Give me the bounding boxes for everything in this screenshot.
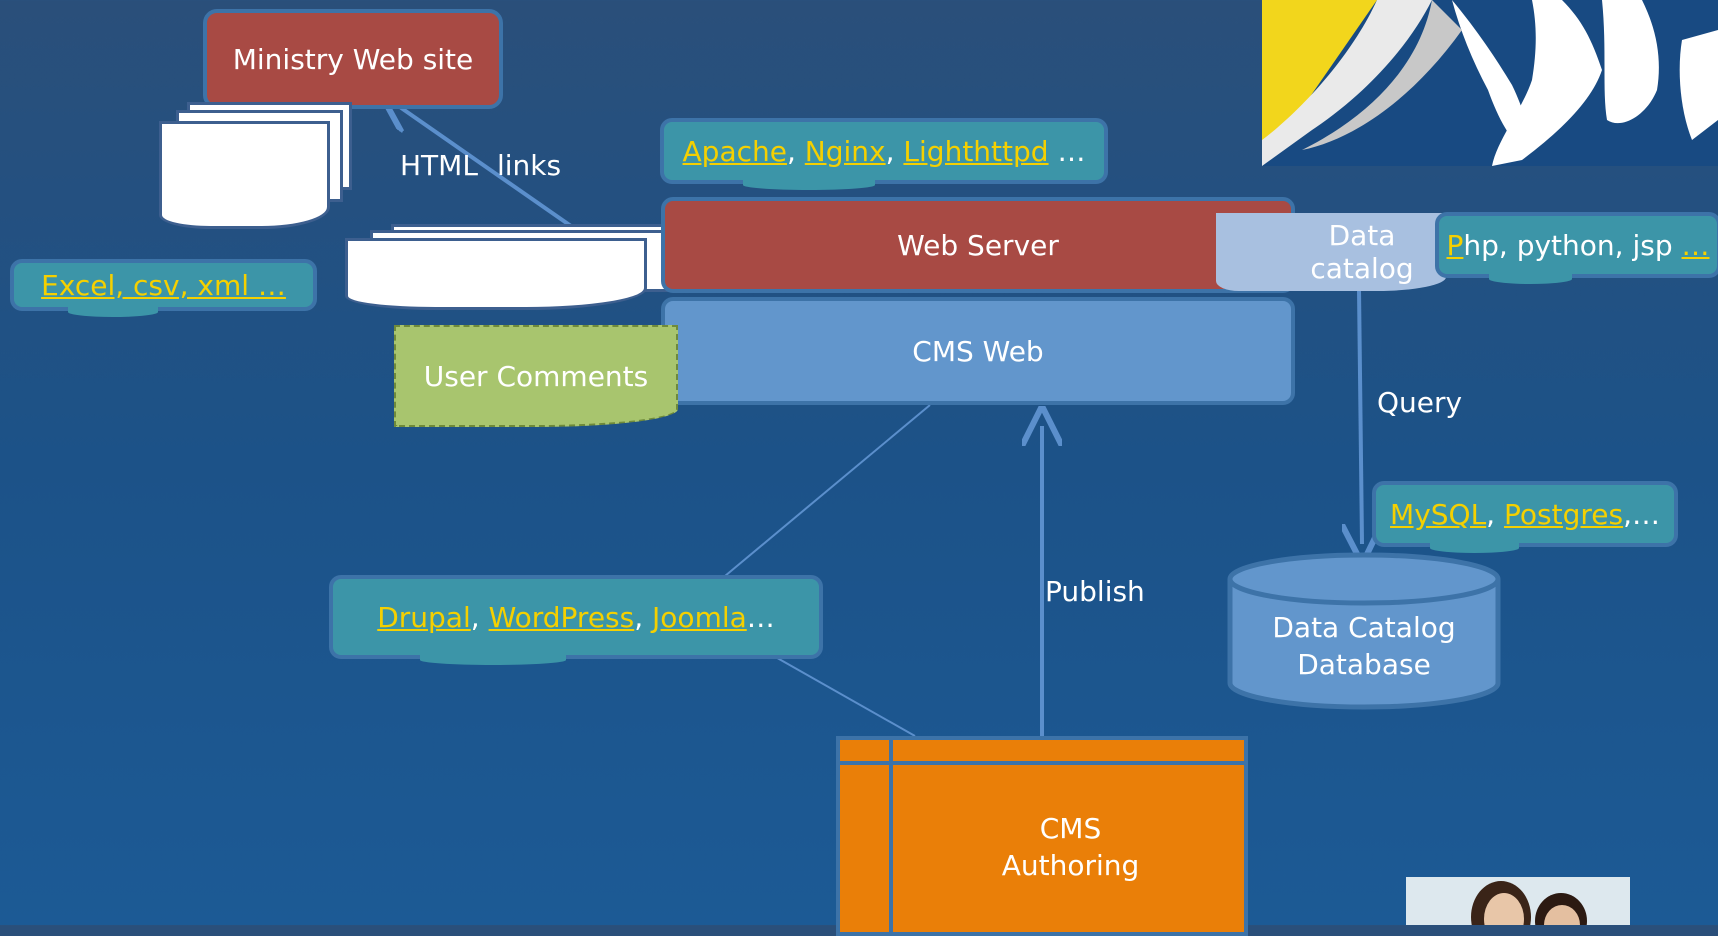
languages-more-link[interactable]: … (1681, 228, 1710, 262)
languages-callout: Php, python, jsp … (1435, 212, 1718, 284)
ministry-web-site-label: Ministry Web site (232, 42, 474, 76)
html-label: HTML (400, 149, 478, 182)
authoring-sidebar-divider (889, 740, 893, 932)
user-comments-label: User Comments (423, 359, 649, 393)
presenter-photo-thumbnail (1406, 877, 1630, 925)
cms-web-to-tools-line (724, 404, 931, 577)
authoring-header-divider (840, 761, 1244, 765)
languages-text: hp, python, jsp (1463, 228, 1682, 262)
database-cylinder-icon (1227, 552, 1501, 710)
page-sheet (159, 121, 330, 229)
mysql-link[interactable]: MySQL (1390, 497, 1487, 531)
publish-label: Publish (1045, 575, 1145, 608)
cms-tools-ellipsis: … (746, 600, 775, 634)
wordpress-link[interactable]: WordPress (488, 600, 635, 634)
file-formats-callout: Excel, csv, xml … (10, 259, 317, 317)
databases-ellipsis: ,… (1623, 497, 1660, 531)
data-catalog-database: Data Catalog Database (1226, 549, 1502, 711)
joomla-link[interactable]: Joomla (652, 600, 747, 634)
web-servers-ellipsis: … (1048, 134, 1086, 168)
cms-authoring-box: CMS Authoring (836, 736, 1248, 936)
web-servers-callout: Apache, Nginx, Lighthttpd … (660, 118, 1108, 190)
person-photo-icon (1406, 877, 1630, 925)
drupal-link[interactable]: Drupal (377, 600, 471, 634)
cms-web-label: CMS Web (912, 334, 1044, 368)
data-catalog-label: Data catalog (1310, 219, 1414, 285)
data-catalog-box: Data catalog (1216, 213, 1446, 291)
world-map-icon (1262, 0, 1718, 166)
apache-link[interactable]: Apache (682, 134, 787, 168)
page-sheet (345, 238, 647, 310)
cms-authoring-line2: Authoring (1001, 849, 1140, 882)
web-server-box: Web Server (661, 197, 1295, 293)
query-label: Query (1377, 386, 1463, 419)
web-server-label: Web Server (897, 228, 1059, 262)
query-arrow (1359, 288, 1362, 544)
db-label-line1: Data Catalog (1272, 611, 1456, 644)
cms-web-box: CMS Web (661, 297, 1295, 405)
decorative-world-map-image (1262, 0, 1718, 166)
databases-callout: MySQL, Postgres,… (1372, 481, 1678, 553)
db-label-line2: Database (1297, 648, 1431, 681)
cms-authoring-line1: CMS (1039, 812, 1102, 845)
user-comments-box: User Comments (394, 325, 678, 427)
file-formats-link[interactable]: Excel, csv, xml … (41, 268, 286, 302)
tools-to-authoring-line (771, 654, 916, 737)
php-link-letter[interactable]: P (1446, 228, 1464, 262)
postgres-link[interactable]: Postgres (1503, 497, 1624, 531)
lighthttpd-link[interactable]: Lighthttpd (903, 134, 1049, 168)
ministry-web-site-box: Ministry Web site (203, 9, 503, 109)
nginx-link[interactable]: Nginx (804, 134, 886, 168)
cms-tools-callout: Drupal, WordPress, Joomla… (329, 575, 823, 665)
links-label: links (497, 149, 562, 182)
